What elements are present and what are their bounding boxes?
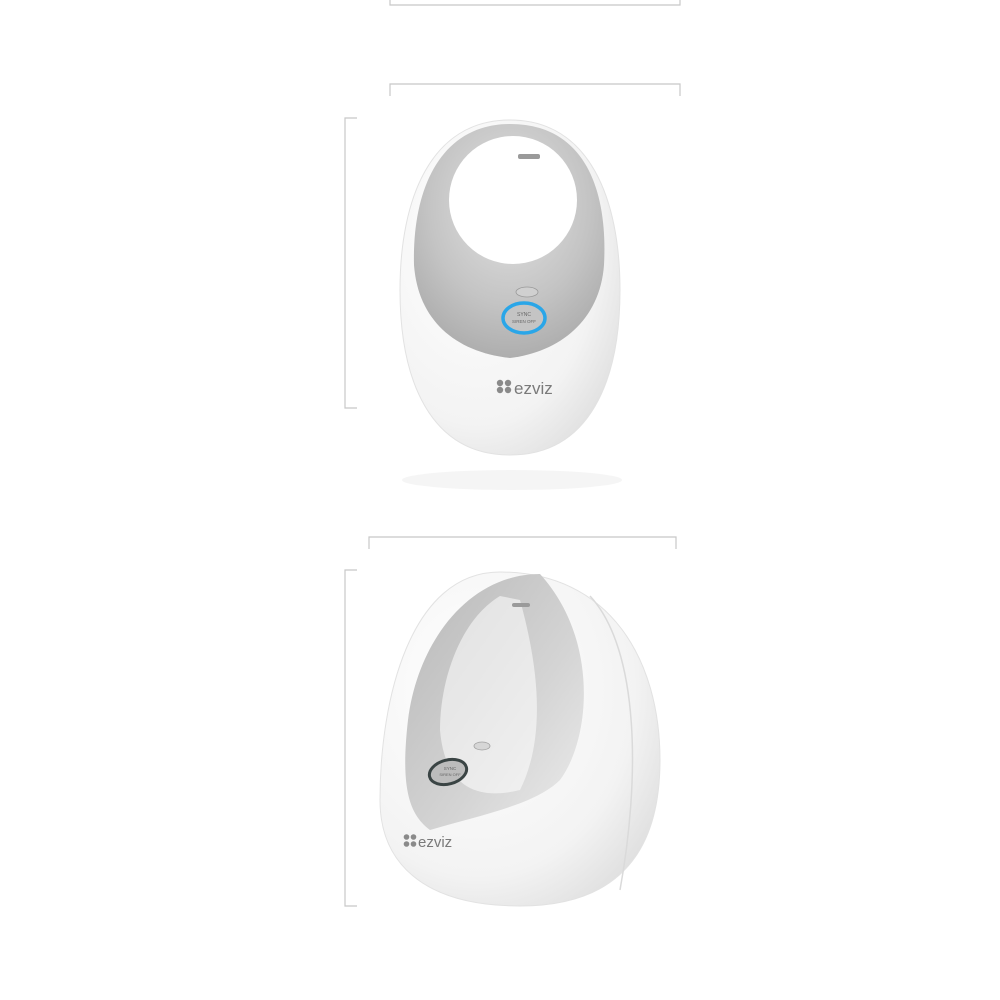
side-height-dimension — [344, 569, 357, 907]
power-button-icon — [515, 286, 539, 298]
device-front-view: SYNC SIREN OFF ezviz — [399, 119, 622, 490]
sync-button — [501, 301, 547, 335]
device-side-view: SYNC SIREN OFF ezviz — [379, 571, 661, 907]
dimension-lines — [344, 0, 681, 907]
siren-off-label: SIREN OFF — [439, 772, 461, 777]
ezviz-logo: ezviz — [403, 834, 452, 851]
top-width-dimension — [389, 0, 681, 6]
front-height-dimension — [344, 117, 357, 409]
power-button-icon — [473, 741, 491, 751]
front-width-dimension — [389, 83, 681, 96]
device-hole — [449, 136, 577, 264]
svg-text:ezviz: ezviz — [514, 379, 553, 398]
sync-label: SYNC — [444, 766, 457, 771]
ezviz-logo: ezviz — [496, 379, 553, 398]
sync-label: SYNC — [517, 312, 531, 318]
side-width-dimension — [368, 536, 677, 549]
siren-off-label: SIREN OFF — [512, 319, 536, 324]
svg-text:ezviz: ezviz — [418, 834, 452, 851]
sync-button — [427, 757, 469, 787]
